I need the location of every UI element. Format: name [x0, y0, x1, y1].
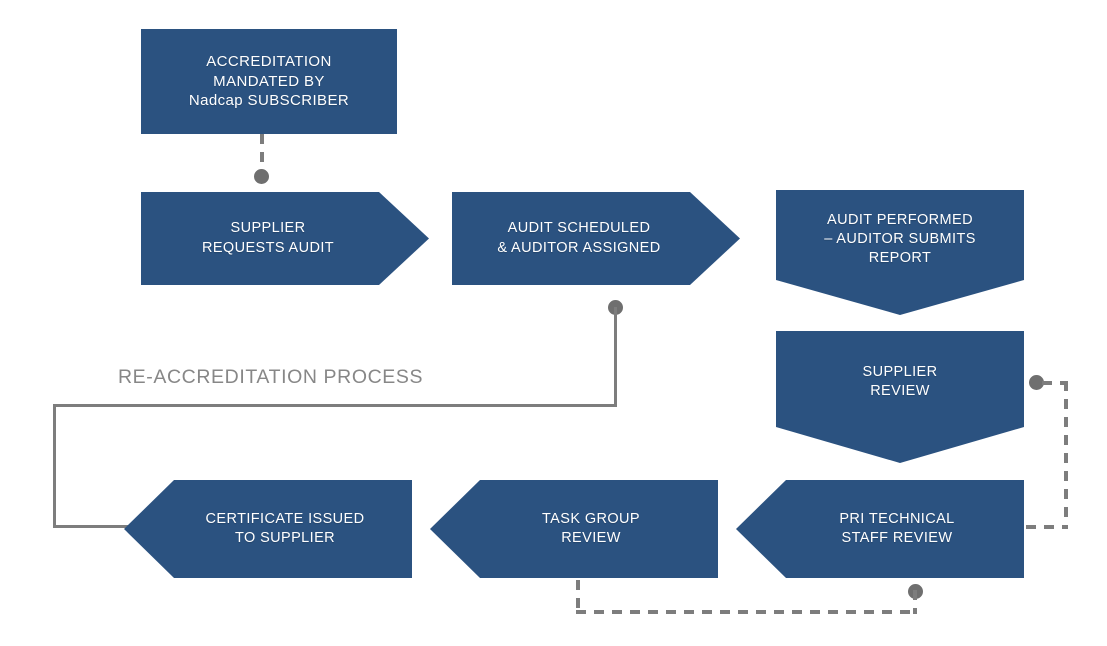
node-supplier-requests-audit-line1: SUPPLIER — [230, 220, 306, 237]
connector-reaccreditation-vertical-left — [53, 404, 56, 528]
connector-supplier-review-vertical — [1064, 381, 1068, 529]
node-audit-performed[interactable]: AUDIT PERFORMED – AUDITOR SUBMITS REPORT — [776, 190, 1024, 315]
connector-reaccreditation-vertical-right — [614, 307, 617, 407]
node-audit-scheduled-shape — [452, 192, 740, 285]
connector-pri-feedback-vertical-left — [576, 580, 580, 612]
reaccreditation-process-label: RE-ACCREDITATION PROCESS — [118, 366, 424, 388]
connector-mandated-to-supplier-line — [260, 134, 264, 172]
node-audit-performed-label: AUDIT PERFORMED – AUDITOR SUBMITS REPORT — [816, 211, 984, 268]
node-accreditation-mandated-label: ACCREDITATION MANDATED BY Nadcap SUBSCRI… — [181, 52, 357, 111]
node-supplier-review-line2: REVIEW — [870, 383, 930, 399]
connector-supplier-review-horizontal-bottom — [1026, 525, 1068, 529]
node-supplier-requests-audit[interactable]: SUPPLIER REQUESTS AUDIT — [141, 192, 429, 285]
node-certificate-issued-line2: TO SUPPLIER — [234, 530, 336, 546]
node-supplier-requests-audit-line2: REQUESTS AUDIT — [201, 239, 335, 256]
node-audit-scheduled[interactable]: AUDIT SCHEDULED & AUDITOR ASSIGNED — [452, 192, 740, 285]
node-pri-technical-staff-review-label: PRI TECHNICAL STAFF REVIEW — [831, 510, 962, 548]
node-supplier-review-label: SUPPLIER REVIEW — [855, 363, 946, 401]
node-certificate-issued-label: CERTIFICATE ISSUED TO SUPPLIER — [198, 510, 373, 548]
node-supplier-requests-audit-shape — [141, 192, 429, 285]
node-task-group-review-line2: REVIEW — [561, 530, 621, 546]
node-audit-performed-line3: REPORT — [868, 250, 932, 267]
node-audit-scheduled-line1: AUDIT SCHEDULED — [507, 220, 651, 237]
node-task-group-review[interactable]: TASK GROUP REVIEW — [430, 480, 718, 578]
connector-supplier-review-horizontal-top — [1042, 381, 1068, 385]
node-supplier-review[interactable]: SUPPLIER REVIEW — [776, 331, 1024, 463]
node-certificate-issued-line1: CERTIFICATE ISSUED — [205, 510, 365, 527]
node-accreditation-mandated-line1: ACCREDITATION — [206, 52, 332, 70]
node-task-group-review-line1: TASK GROUP — [542, 510, 640, 527]
node-certificate-issued[interactable]: CERTIFICATE ISSUED TO SUPPLIER — [124, 480, 412, 578]
node-supplier-review-line1: SUPPLIER — [862, 363, 938, 380]
node-audit-performed-line1: AUDIT PERFORMED — [827, 211, 973, 228]
node-audit-scheduled-line2: & AUDITOR ASSIGNED — [497, 239, 661, 256]
connector-reaccreditation-horizontal-bottom — [53, 525, 145, 528]
node-audit-performed-line2: – AUDITOR SUBMITS — [824, 230, 976, 247]
node-accreditation-mandated-line3: Nadcap SUBSCRIBER — [188, 92, 350, 110]
node-supplier-requests-audit-label: SUPPLIER REQUESTS AUDIT — [194, 219, 342, 257]
node-accreditation-mandated-line2: MANDATED BY — [213, 72, 325, 90]
node-certificate-issued-shape — [124, 480, 412, 578]
node-audit-performed-shape — [776, 190, 1024, 315]
connector-reaccreditation-horizontal-top — [53, 404, 617, 407]
node-pri-technical-staff-review[interactable]: PRI TECHNICAL STAFF REVIEW — [736, 480, 1024, 578]
node-supplier-review-shape — [776, 331, 1024, 463]
connector-pri-feedback-horizontal — [576, 610, 917, 614]
node-pri-technical-staff-review-line1: PRI TECHNICAL — [839, 510, 955, 527]
connector-supplier-review-dot — [1029, 375, 1044, 390]
node-accreditation-mandated[interactable]: ACCREDITATION MANDATED BY Nadcap SUBSCRI… — [141, 29, 397, 134]
node-task-group-review-shape — [430, 480, 718, 578]
connector-pri-feedback-vertical-right — [913, 590, 917, 614]
node-audit-scheduled-label: AUDIT SCHEDULED & AUDITOR ASSIGNED — [489, 219, 668, 257]
node-pri-technical-staff-review-line2: STAFF REVIEW — [841, 530, 953, 546]
node-task-group-review-label: TASK GROUP REVIEW — [534, 510, 648, 548]
node-accreditation-mandated-shape — [141, 29, 397, 134]
connector-mandated-to-supplier-dot — [254, 169, 269, 184]
node-pri-technical-staff-review-shape — [736, 480, 1024, 578]
